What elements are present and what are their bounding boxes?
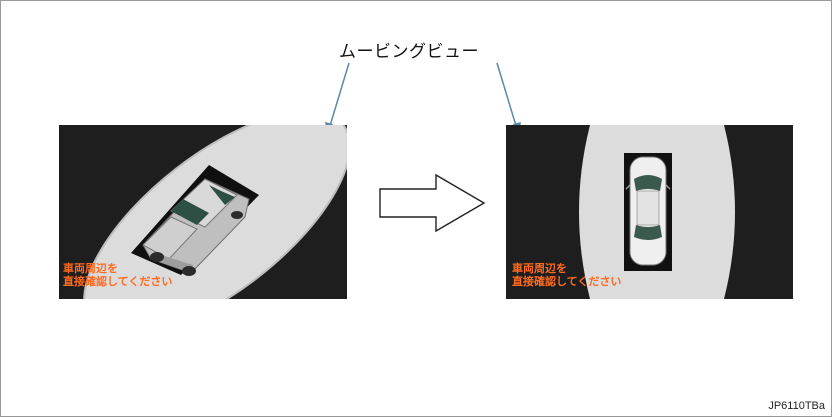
safety-warning-text: 車両周辺を直接確認してください [512, 262, 622, 288]
car-oblique-icon [142, 178, 250, 276]
screen-oblique-view: 車両周辺を直接確認してください [59, 125, 347, 299]
safety-warning-text: 車両周辺を直接確認してください [63, 262, 173, 288]
screen-top-view: 車両周辺を直接確認してください [506, 125, 793, 299]
figure-code: JP6110TBa [768, 400, 825, 412]
transition-arrow-icon [378, 173, 488, 238]
oblique-view-graphic [83, 125, 347, 299]
callout-label: ムービングビュー [339, 42, 479, 62]
top-view-graphic [579, 125, 735, 299]
car-top-icon [625, 156, 671, 266]
